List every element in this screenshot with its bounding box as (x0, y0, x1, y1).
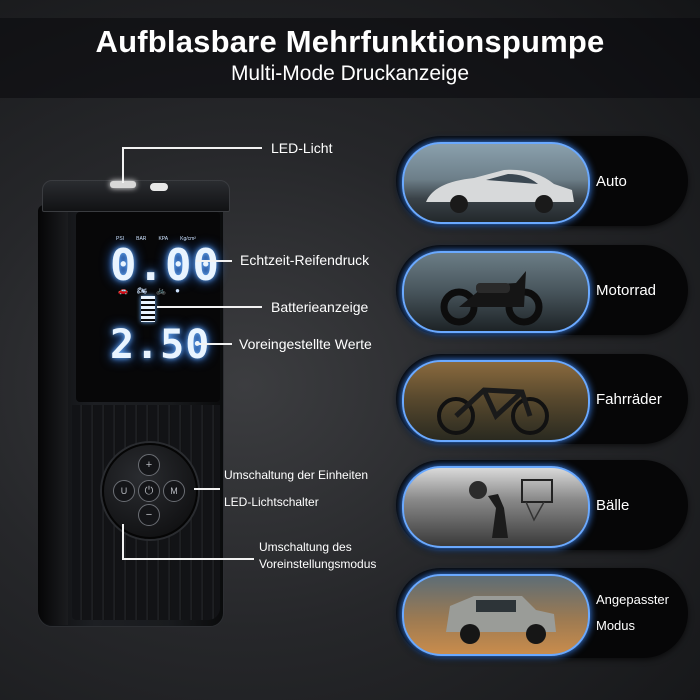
mode-pill-motorrad: Motorrad (396, 245, 688, 335)
plus-button[interactable]: + (138, 454, 160, 476)
bike-mode-icon: 🚲 (156, 286, 167, 295)
unit-labels: PSI BAR KPA Kg/cm² (116, 236, 196, 242)
mode-pill-baelle: Bälle (396, 460, 688, 550)
bicycle-icon (402, 360, 590, 442)
label-preset-mode-1: Umschaltung des (259, 540, 352, 554)
header-banner (0, 18, 700, 98)
battery-indicator-icon (141, 296, 155, 322)
page-title: Aufblasbare Mehrfunktionspumpe (95, 24, 605, 59)
callout-line-pressure (196, 260, 232, 262)
led-light-icon (110, 181, 136, 188)
car-icon (402, 142, 590, 224)
unit-switch-button[interactable]: U (113, 480, 135, 502)
mode-label-fahrraeder: Fahrräder (596, 390, 662, 408)
mode-label-angepasst: Angepasster Modus (596, 568, 686, 658)
unit-kgcm: Kg/cm² (180, 236, 196, 242)
callout-line-led-h (122, 147, 262, 149)
mode-pill-angepasst: Angepasster Modus (396, 568, 688, 658)
top-button-icon (150, 183, 168, 191)
callout-line-preset (196, 343, 232, 345)
label-realtime-pressure: Echtzeit-Reifendruck (240, 252, 370, 268)
callout-line-mode (122, 524, 124, 560)
suv-icon (402, 574, 590, 656)
mode-icons: 🚗 🏍 🚲 ● (118, 286, 180, 295)
car-mode-icon: 🚗 (118, 286, 128, 295)
label-preset-mode-2: Voreinstellungsmodus (259, 557, 377, 571)
unit-bar: BAR (136, 236, 147, 242)
mode-label-angepasst-2: Modus (596, 618, 636, 633)
power-button[interactable]: ⏻ (138, 480, 160, 502)
label-preset-values: Voreingestellte Werte (239, 336, 372, 352)
callout-line-led (122, 147, 124, 183)
preset-pressure-reading: 2.50 (110, 322, 211, 368)
current-pressure-reading: 0.00 (110, 240, 220, 291)
unit-psi: PSI (116, 236, 125, 242)
page-subtitle: Multi-Mode Druckanzeige (230, 62, 470, 85)
mode-label-angepasst-1: Angepasster (596, 592, 669, 607)
label-battery: Batterieanzeige (271, 299, 369, 315)
ball-mode-icon: ● (175, 286, 180, 295)
motorcycle-icon (402, 251, 590, 333)
mode-button[interactable]: M (163, 480, 185, 502)
callout-line-mode-h (122, 558, 254, 560)
mode-label-baelle: Bälle (596, 496, 630, 514)
unit-kpa: KPA (158, 236, 169, 242)
label-unit-switch: Umschaltung der Einheiten (224, 468, 369, 482)
mode-label-motorrad: Motorrad (596, 281, 657, 299)
minus-button[interactable]: − (138, 504, 160, 526)
callout-line-battery (157, 306, 262, 308)
pump-side-shade (38, 205, 68, 625)
moto-mode-icon: 🏍 (136, 286, 148, 295)
mode-label-auto: Auto (596, 172, 627, 190)
mode-pill-fahrraeder: Fahrräder (396, 354, 688, 444)
ball-icon (402, 466, 590, 548)
callout-line-units (194, 488, 220, 490)
pump-top-cap (42, 180, 230, 212)
label-led-light: LED-Licht (271, 140, 333, 156)
label-led-switch: LED-Lichtschalter (224, 495, 319, 509)
mode-pill-auto: Auto (396, 136, 688, 226)
